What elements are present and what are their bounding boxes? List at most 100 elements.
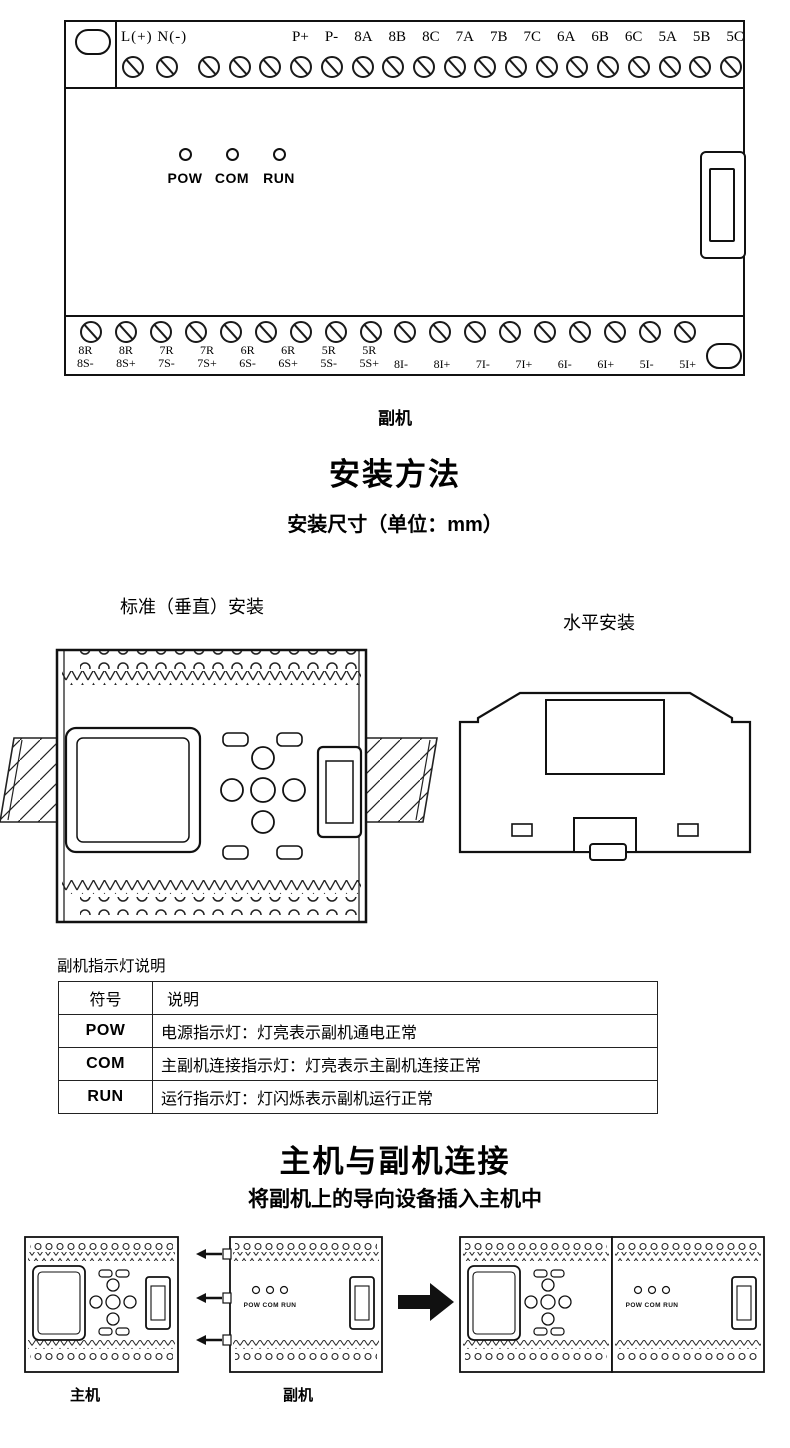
cell-symbol: POW	[58, 1014, 153, 1048]
mini-led-labels: POW COM RUN	[626, 1302, 679, 1309]
terminal-screw	[505, 56, 528, 78]
terminal-screw	[80, 321, 102, 343]
screw-row	[122, 56, 178, 78]
terminal-label: 7I-	[475, 357, 490, 371]
terminal-r: 8R	[118, 343, 133, 357]
terminal-label: 7I+	[515, 357, 533, 371]
foot	[677, 823, 699, 837]
mini-combined-unit: POW COM RUN	[459, 1236, 765, 1373]
terminal-screw	[499, 321, 522, 343]
foot	[511, 823, 533, 837]
slave-unit-diagram: L(+) N(-) P+ P- 8A 8B 8C 7A 7B 7C 6A 6B …	[64, 20, 746, 376]
mini-master-unit	[24, 1236, 179, 1373]
mini-slave-unit: POW COM RUN	[222, 1236, 383, 1373]
terminal-screw	[639, 321, 661, 343]
led-label: POW	[167, 170, 203, 186]
connection-diagram: POW COM RUN	[24, 1236, 765, 1373]
terminal-screw	[658, 56, 681, 78]
divider-line	[66, 87, 743, 89]
din-rail	[0, 737, 438, 823]
terminal-label: 6I+	[597, 357, 615, 371]
device-front-view	[55, 648, 368, 924]
terminal-screw	[254, 321, 277, 343]
column-header-desc: 说明	[152, 981, 658, 1015]
terminal-screw	[673, 321, 696, 343]
vent-zigzag	[62, 880, 361, 894]
install-subtitle: 安装尺寸（单位：mm）	[287, 514, 503, 536]
terminal-screw	[412, 56, 435, 78]
terminal-screw	[474, 56, 497, 78]
terminal-screw	[324, 321, 347, 343]
screw-row	[198, 56, 742, 78]
terminal-r: 5R	[321, 343, 336, 357]
terminal-screw	[394, 321, 417, 343]
vertical-install-diagram	[0, 648, 438, 924]
terminal-r: 5R	[362, 343, 377, 357]
terminal-screw	[359, 321, 382, 343]
mounting-hole	[706, 343, 742, 369]
i-terminal-labels: 8I- 8I+ 7I- 7I+ 6I- 6I+ 5I- 5I+	[394, 357, 696, 372]
terminal-circles-row	[80, 897, 360, 915]
led-run: RUN	[259, 148, 299, 186]
terminal-screw	[149, 321, 172, 343]
terminal-label: 6B	[591, 29, 609, 45]
terminal-label: 5A	[658, 29, 677, 45]
top-terminal-labels: P+ P- 8A 8B 8C 7A 7B 7C 6A 6B 6C 5A 5B 5…	[292, 29, 744, 46]
terminal-screw	[534, 321, 557, 343]
horizontal-install-label: 水平安装	[563, 613, 635, 633]
terminal-s: 8S-	[77, 356, 94, 370]
terminal-label: 8C	[422, 29, 440, 45]
terminal-screw	[351, 56, 374, 78]
slave-label: 副机	[282, 1387, 313, 1404]
terminal-screw	[464, 321, 487, 343]
expansion-connector	[316, 745, 363, 839]
side-window	[545, 699, 665, 775]
display-screen	[64, 726, 202, 854]
led-com: COM	[212, 148, 252, 186]
led-dot-icon	[178, 148, 192, 161]
terminal-label: 8B	[388, 29, 407, 45]
install-title: 安装方法	[329, 457, 461, 492]
terminal-screw	[566, 56, 589, 78]
vertical-install-label: 标准（垂直）安装	[120, 597, 264, 617]
mounting-hole	[75, 29, 111, 55]
terminal-label: P+	[292, 29, 309, 45]
mini-led-labels: POW COM RUN	[244, 1302, 297, 1309]
screw-row	[80, 321, 696, 343]
led-indicators: POW COM RUN	[165, 148, 299, 186]
guide-tab	[222, 1292, 232, 1304]
terminal-label: 6A	[557, 29, 576, 45]
led-pow: POW	[165, 148, 205, 186]
terminal-screw	[443, 56, 466, 78]
divider-line	[66, 315, 743, 317]
cell-desc: 运行指示灯：灯闪烁表示副机运行正常	[152, 1080, 658, 1114]
insert-direction-arrows	[196, 1249, 222, 1345]
terminal-screw	[289, 321, 312, 343]
terminal-label: P-	[324, 29, 339, 45]
terminal-s: 5S-	[320, 356, 338, 370]
table-row: POW 电源指示灯：灯亮表示副机通电正常	[58, 1014, 658, 1048]
terminal-r: 6R	[240, 343, 255, 357]
terminal-screw	[627, 56, 650, 78]
terminal-s: 7S+	[197, 356, 217, 370]
terminal-label: 7A	[455, 29, 474, 45]
terminal-s: 6S-	[239, 356, 256, 370]
terminal-circles-row	[80, 651, 360, 669]
cell-symbol: RUN	[58, 1080, 153, 1114]
terminal-s: 6S+	[278, 356, 298, 370]
terminal-screw	[228, 56, 251, 78]
power-terminal-label: L(+) N(-)	[121, 29, 188, 45]
master-label: 主机	[69, 1387, 100, 1404]
cell-desc: 主副机连接指示灯：灯亮表示主副机连接正常	[152, 1047, 658, 1081]
terminal-r: 7R	[159, 343, 174, 357]
connector-socket	[708, 168, 735, 242]
table-header-row: 符号 说明	[58, 981, 658, 1015]
dpad-buttons	[220, 732, 306, 860]
terminal-label: 7C	[523, 29, 542, 45]
table-row: COM 主副机连接指示灯：灯亮表示主副机连接正常	[58, 1047, 658, 1081]
